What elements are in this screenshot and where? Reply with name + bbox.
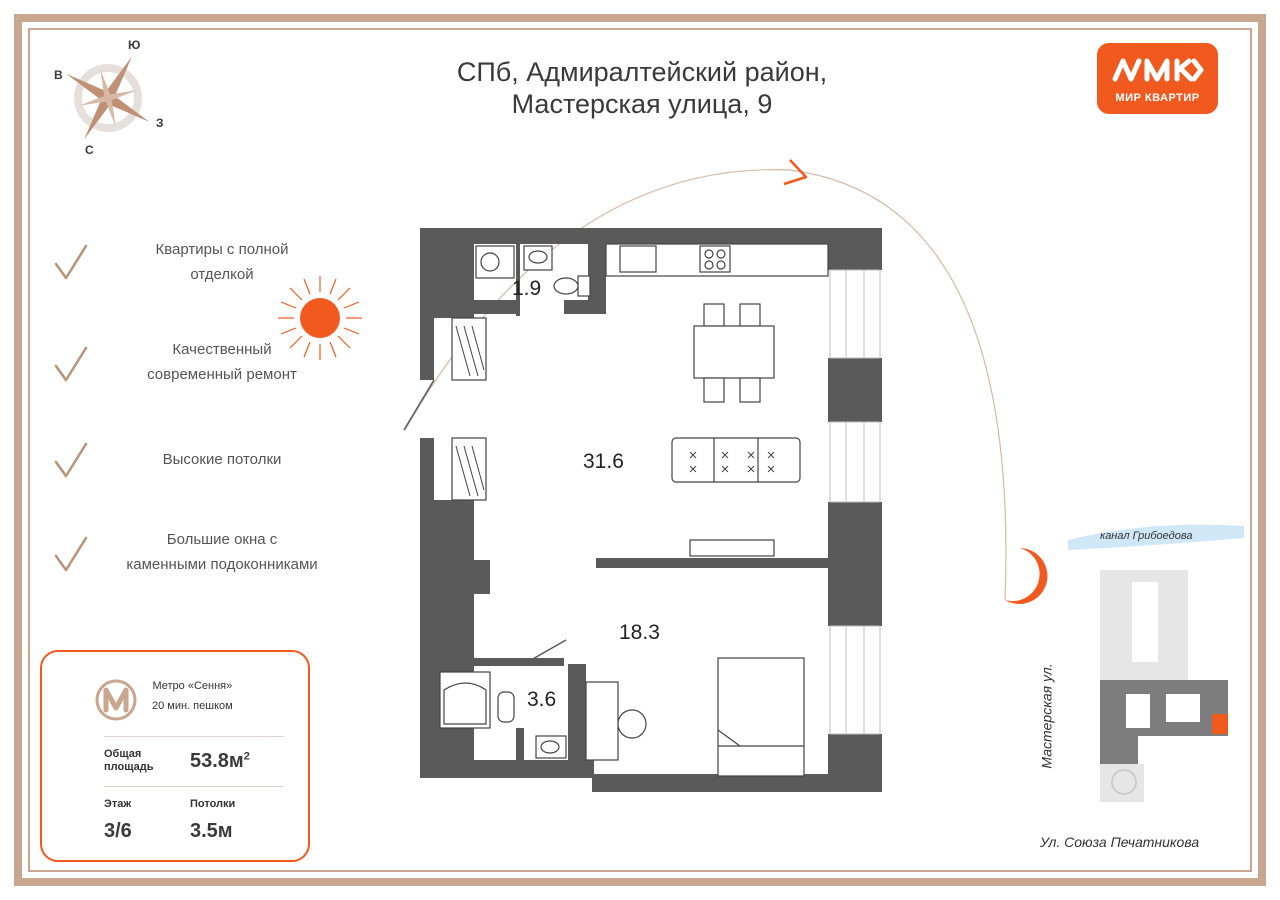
card-divider bbox=[104, 786, 284, 787]
compass-north-label: С bbox=[85, 143, 94, 157]
compass-east-label: В bbox=[54, 68, 63, 82]
logo-mark-icon bbox=[1112, 58, 1204, 82]
room-area-bathroom-small: 1.9 bbox=[512, 277, 542, 300]
feature-line: Качественный bbox=[172, 341, 272, 358]
compass-south-label: Ю bbox=[128, 38, 141, 52]
metro-station: Метро «Сення» bbox=[152, 680, 233, 692]
floor-label: Этаж bbox=[104, 798, 132, 810]
room-area-bathroom-large: 3.6 bbox=[527, 688, 557, 711]
card-divider bbox=[104, 736, 284, 737]
apartment-info-card: Метро «Сення» 20 мин. пешком Общая площа… bbox=[40, 650, 310, 862]
feature-line: современный ремонт bbox=[147, 366, 297, 383]
feature-item-finishing: Квартиры с полной отделкой bbox=[52, 237, 332, 297]
canal-label: канал Грибоедова bbox=[1100, 530, 1193, 542]
address-line-1: СПб, Адмиралтейский район, bbox=[456, 57, 828, 87]
floor-value: 3/6 bbox=[104, 820, 132, 842]
metro-info: Метро «Сення» 20 мин. пешком bbox=[152, 676, 233, 716]
street-label-vertical: Мастерская ул. bbox=[1038, 663, 1055, 769]
area-number: 53.8м bbox=[190, 750, 244, 772]
compass-west-label: З bbox=[156, 116, 164, 130]
metro-icon bbox=[95, 679, 137, 721]
area-label-line: Общая bbox=[104, 748, 142, 760]
feature-line: каменными подоконниками bbox=[126, 556, 318, 573]
feature-line: отделкой bbox=[190, 266, 254, 283]
area-unit-superscript: 2 bbox=[243, 750, 250, 763]
feature-line: Квартиры с полной bbox=[155, 241, 289, 258]
area-label-line: площадь bbox=[104, 761, 154, 773]
logo-text: МИР КВАРТИР bbox=[1115, 92, 1200, 104]
outer-frame bbox=[14, 14, 1266, 886]
feature-line: Большие окна с bbox=[166, 531, 278, 548]
brand-logo[interactable]: МИР КВАРТИР bbox=[1097, 43, 1218, 114]
room-area-bedroom: 18.3 bbox=[619, 621, 660, 644]
feature-item-ceilings: Высокие потолки bbox=[52, 447, 332, 507]
address-line-2: Мастерская улица, 9 bbox=[511, 89, 773, 119]
ceiling-label: Потолки bbox=[190, 798, 236, 810]
metro-walk-time: 20 мин. пешком bbox=[152, 700, 233, 712]
page-title: СПб, Адмиралтейский район, Мастерская ул… bbox=[380, 56, 904, 120]
feature-item-renovation: Качественный современный ремонт bbox=[52, 337, 332, 397]
area-value: 53.8м2 bbox=[190, 750, 250, 773]
feature-line: Высокие потолки bbox=[162, 451, 282, 468]
area-label: Общая площадь bbox=[104, 748, 153, 774]
inner-frame bbox=[28, 28, 1252, 872]
ceiling-value: 3.5м bbox=[190, 820, 233, 842]
feature-item-windows: Большие окна с каменными подоконниками bbox=[52, 527, 332, 587]
street-label-bottom: Ул. Союза Печатникова bbox=[1040, 834, 1200, 850]
room-area-living-kitchen: 31.6 bbox=[583, 450, 624, 473]
